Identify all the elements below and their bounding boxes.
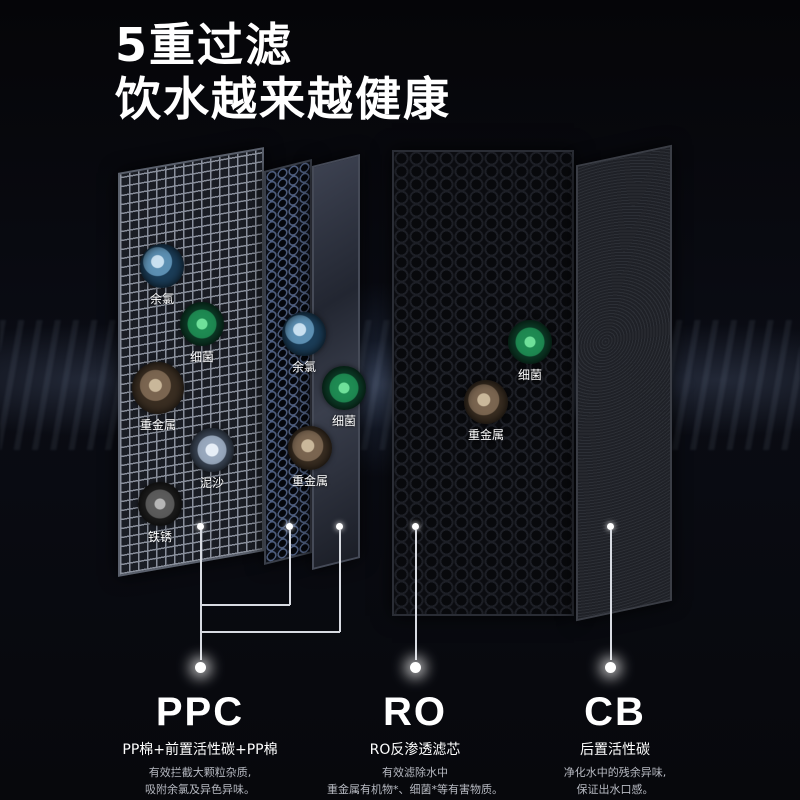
headline-line-1: 5重过滤 (115, 18, 294, 72)
contaminant-label: 余氯 (291, 360, 316, 374)
contaminant-label: 细菌 (189, 350, 214, 364)
stage-code: PPC (155, 690, 245, 734)
connector-line (200, 631, 340, 633)
contaminant-heavy-metal: 重金属 (128, 362, 188, 433)
post-carbon-panel (576, 144, 672, 622)
stage-glow-dot (195, 662, 206, 673)
rust-icon (138, 482, 182, 526)
contaminant-label: 细菌 (517, 368, 542, 382)
silt-icon (190, 428, 234, 472)
contaminant-label: 细菌 (331, 414, 356, 428)
heavy-metal-icon (288, 426, 332, 470)
stage-name: 后置活性碳 (580, 742, 650, 758)
contaminant-silt: 泥沙 (182, 428, 242, 491)
heavy-metal-icon (132, 362, 184, 414)
connector-line (289, 530, 291, 605)
heavy-metal-icon (464, 380, 508, 424)
bacteria-icon (180, 302, 224, 346)
bacteria-icon (322, 366, 366, 410)
connector-dot (607, 523, 614, 530)
connector-line (200, 530, 202, 660)
stage-code: CB (584, 690, 646, 734)
connector-dot (412, 523, 419, 530)
stage-description: 有效拦截大颗粒杂质, 吸附余氯及异色异味。 (145, 766, 255, 796)
connector-dot (336, 523, 343, 530)
connector-dot (286, 523, 293, 530)
connector-line (415, 530, 417, 660)
ro-membrane-panel (392, 150, 574, 616)
contaminant-label: 重金属 (467, 428, 504, 442)
headline-line-2: 饮水越来越健康 (115, 72, 451, 127)
chlorine-icon (140, 244, 184, 288)
connector-line (200, 604, 290, 606)
contaminant-chlorine: 余氯 (132, 244, 192, 307)
contaminant-label: 铁锈 (147, 530, 172, 544)
contaminant-heavy-metal: 重金属 (456, 380, 516, 443)
contaminant-label: 重金属 (139, 418, 176, 432)
stage-description: 净化水中的残余异味, 保证出水口感。 (563, 766, 667, 796)
headline: 5重过滤 饮水越来越健康 (115, 18, 451, 127)
connector-line (339, 530, 341, 632)
stage-code: RO (383, 690, 447, 734)
connector-line (610, 530, 612, 660)
contaminant-bacteria: 细菌 (172, 302, 232, 365)
stage-ro: RO RO反渗透滤芯 有效滤除水中 重金属有机物*、细菌*等有害物质。 (300, 690, 530, 798)
contaminant-label: 重金属 (291, 474, 328, 488)
contaminant-bacteria: 细菌 (500, 320, 560, 383)
contaminant-heavy-metal: 重金属 (280, 426, 340, 489)
stage-glow-dot (605, 662, 616, 673)
stage-ppc: PPC PP棉+前置活性碳+PP棉 有效拦截大颗粒杂质, 吸附余氯及异色异味。 (90, 690, 310, 798)
contaminant-label: 泥沙 (199, 476, 224, 490)
stage-cb: CB 后置活性碳 净化水中的残余异味, 保证出水口感。 (515, 690, 715, 798)
connector-dot (197, 523, 204, 530)
stage-name: RO反渗透滤芯 (369, 742, 461, 758)
stage-glow-dot (410, 662, 421, 673)
stage-description: 有效滤除水中 重金属有机物*、细菌*等有害物质。 (327, 766, 503, 796)
bacteria-icon (508, 320, 552, 364)
stage-name: PP棉+前置活性碳+PP棉 (122, 742, 278, 758)
contaminant-label: 余氯 (149, 292, 174, 306)
contaminant-rust: 铁锈 (130, 482, 190, 545)
contaminant-bacteria: 细菌 (314, 366, 374, 429)
chlorine-icon (282, 312, 326, 356)
contaminant-chlorine: 余氯 (274, 312, 334, 375)
